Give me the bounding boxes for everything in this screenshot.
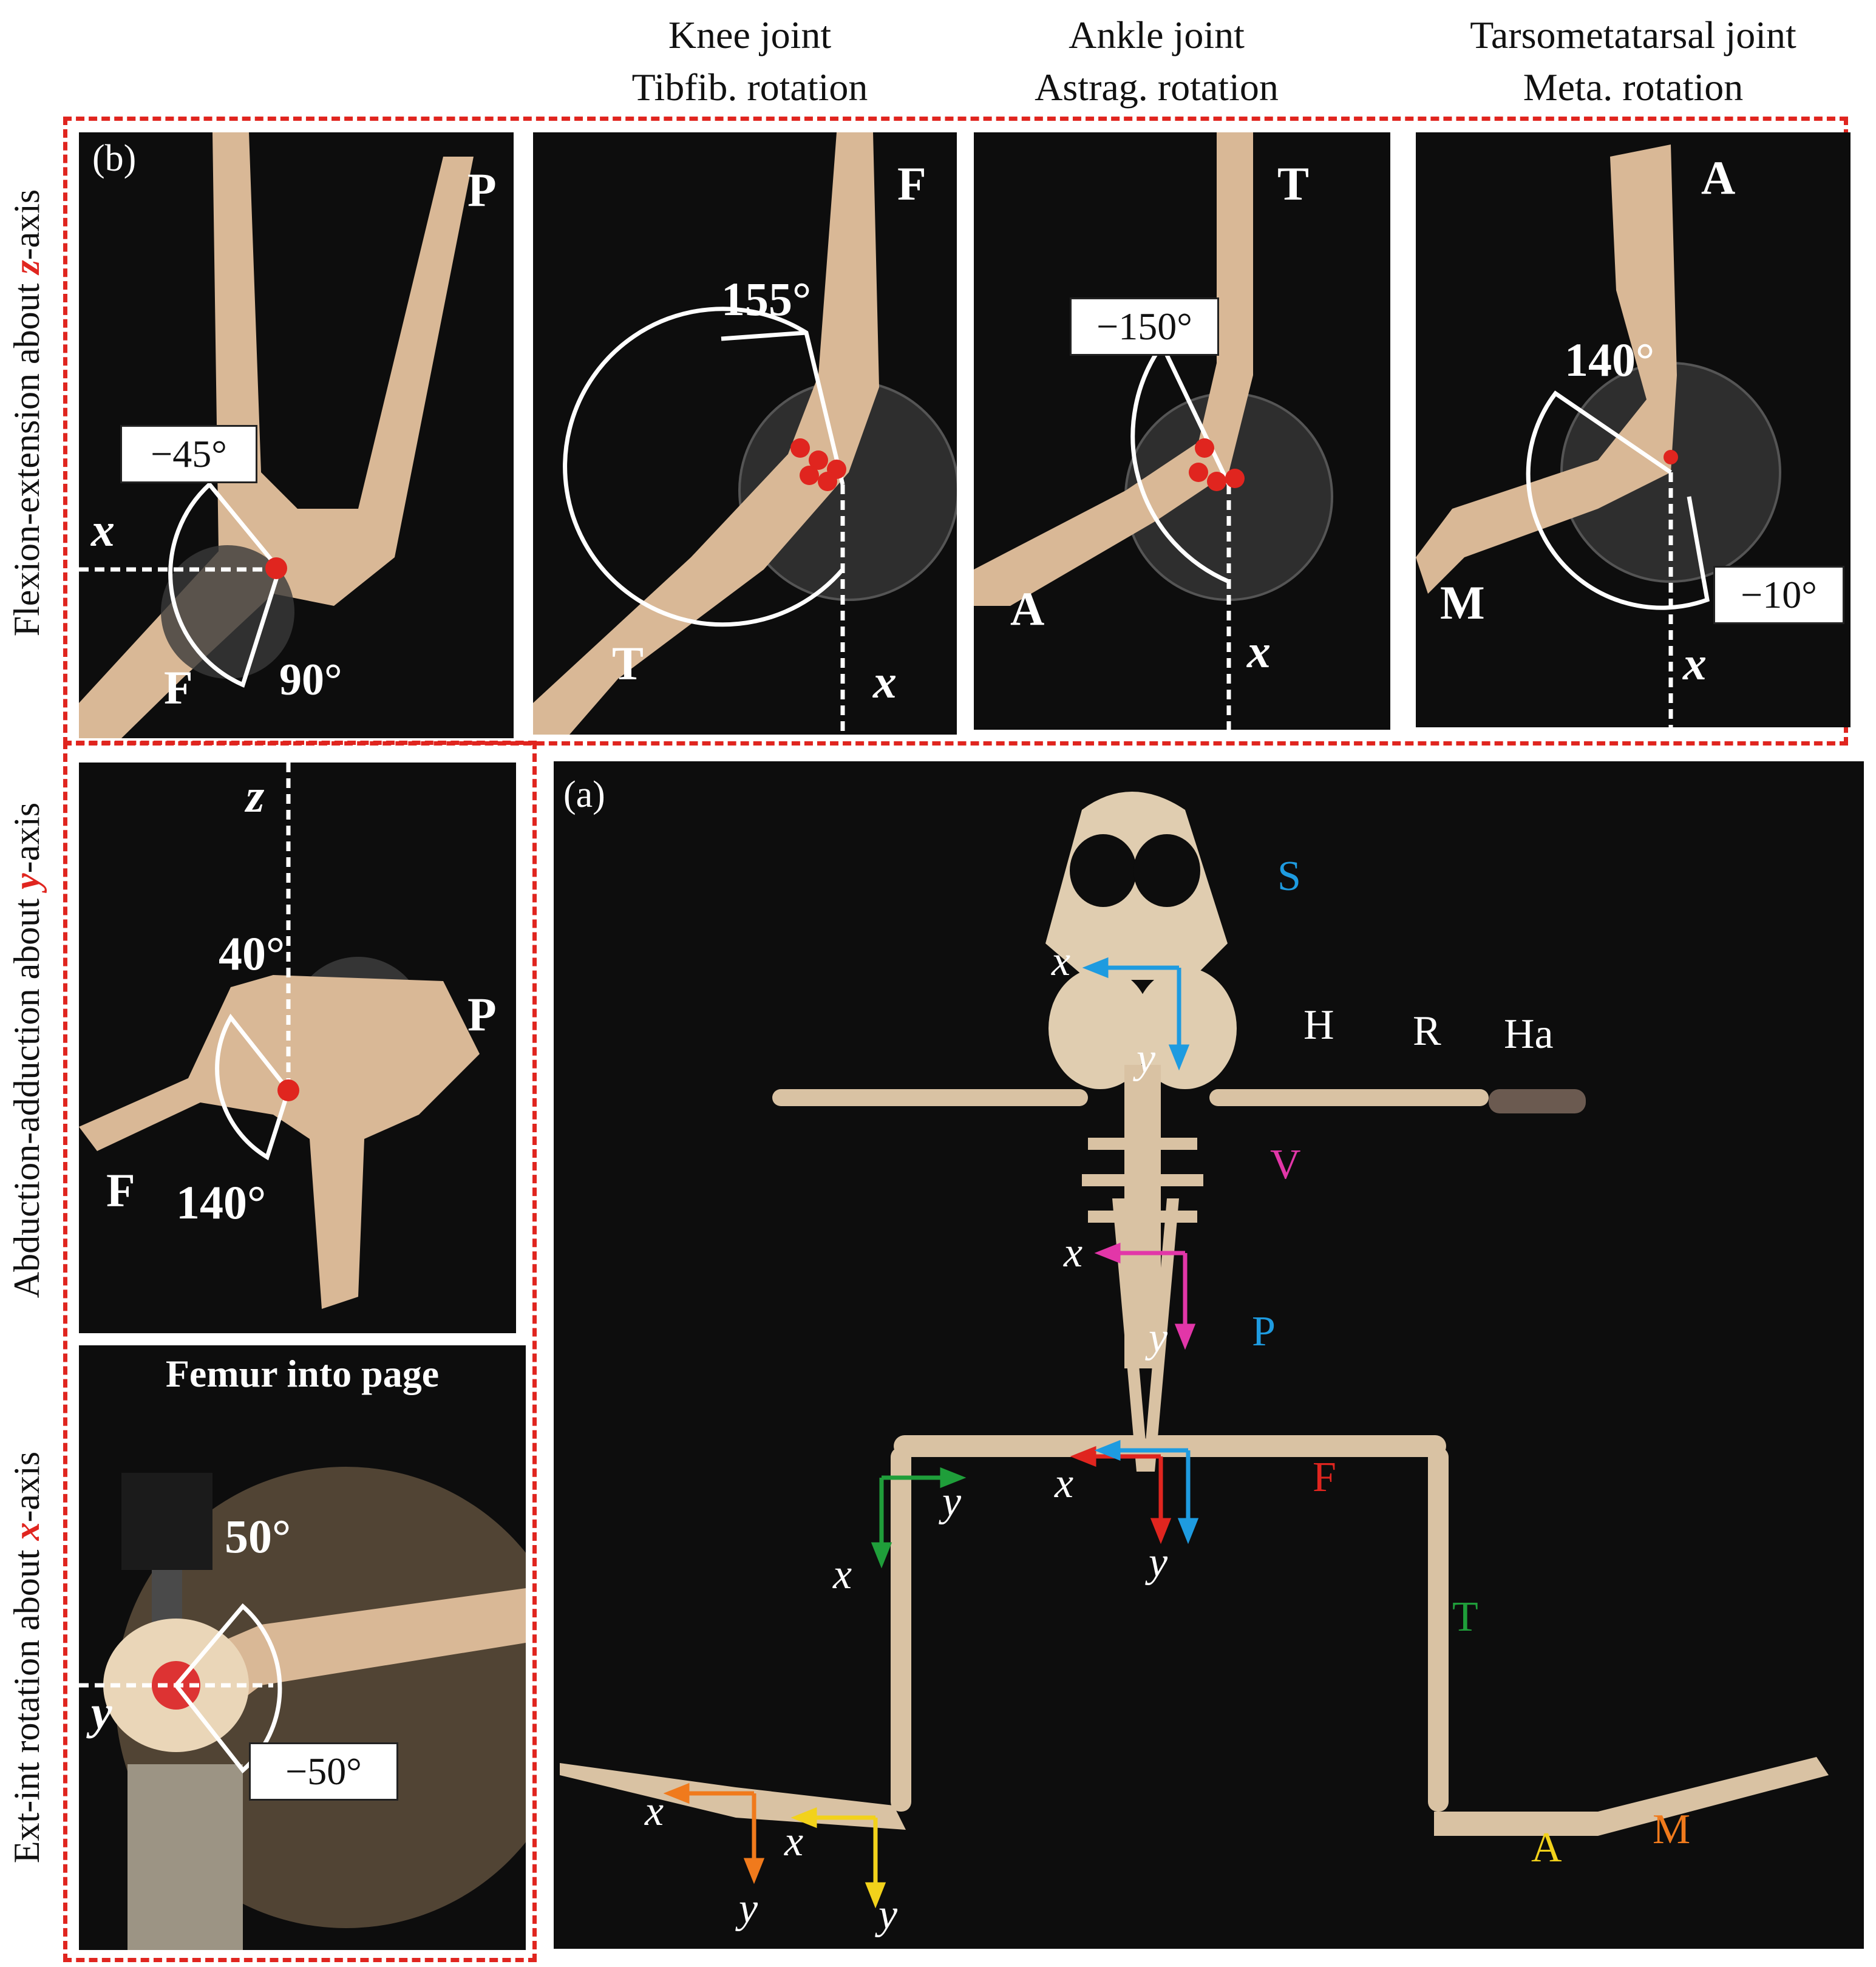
ankle-bone-illustration	[974, 132, 1333, 730]
label-a: A	[1531, 1824, 1562, 1871]
column-title-line2: Tibfib. rotation	[631, 66, 868, 109]
label-p: P	[467, 988, 497, 1041]
row-label-axis: y	[7, 873, 47, 890]
angle-box-tmt-neg: −10°	[1713, 566, 1844, 624]
column-title-tarsometatarsal: Tarsometatarsal joint Meta. rotation	[1396, 9, 1870, 114]
row-label-axis: z	[7, 260, 47, 274]
tmt-bone-illustration	[1416, 144, 1781, 727]
axis-label-x: x	[1683, 637, 1707, 690]
axis-label-y: y	[1149, 1539, 1168, 1586]
angle-box-hip-neg: −45°	[120, 425, 257, 483]
label-t: T	[612, 637, 644, 690]
row-label-suffix: -axis	[7, 1451, 47, 1523]
hip-bone-illustration	[79, 132, 474, 738]
row-label-text: Flexion-extension about	[7, 274, 47, 637]
axis-label-x: x	[1055, 1460, 1074, 1507]
extint-illustration	[79, 1467, 526, 1950]
label-f: F	[1313, 1454, 1336, 1501]
panel-abduction: z 40° P F 140°	[79, 763, 516, 1333]
label-s: S	[1277, 853, 1301, 900]
label-t: T	[1277, 157, 1310, 210]
label-a: A	[1701, 151, 1736, 204]
label-h: H	[1303, 1002, 1334, 1048]
label-p: P	[467, 163, 497, 216]
angle-abduction-bottom: 140°	[176, 1176, 267, 1229]
column-title-line1: Ankle joint	[1069, 13, 1245, 56]
label-p: P	[1252, 1308, 1276, 1355]
label-m: M	[1653, 1806, 1691, 1853]
axis-label-y: y	[91, 1686, 112, 1739]
axis-label-y: y	[942, 1478, 962, 1525]
knee-bone-illustration	[533, 132, 957, 735]
label-v: V	[1270, 1141, 1301, 1188]
axis-label-y: y	[879, 1891, 898, 1938]
panel-tarsometatarsal: A 140° M x	[1416, 132, 1851, 727]
panel-extint: Femur into page 50° y	[79, 1345, 526, 1950]
row-label-suffix: -axis	[7, 802, 47, 874]
axis-label-x: x	[1052, 938, 1071, 985]
label-f: F	[164, 661, 193, 714]
angle-box-ankle: −150°	[1070, 297, 1219, 356]
panel-b-left-outline	[63, 741, 537, 1962]
angle-extint-pos: 50°	[225, 1510, 291, 1563]
panel-ankle: T A x	[974, 132, 1390, 730]
row-label-extint: Ext-int rotation about x-axis	[6, 1354, 55, 1961]
label-a: A	[1010, 582, 1045, 635]
axis-label-x: x	[873, 655, 897, 708]
abduction-bone-illustration	[79, 763, 480, 1309]
label-f: F	[897, 157, 926, 210]
angle-pos: 90°	[279, 655, 342, 705]
axis-label-x: x	[91, 503, 115, 556]
column-title-knee: Knee joint Tibfib. rotation	[540, 9, 959, 114]
extint-title: Femur into page	[165, 1352, 440, 1395]
row-label-flexion: Flexion-extension about z-axis	[6, 109, 55, 716]
angle-tmt-pos: 140°	[1565, 333, 1655, 386]
row-label-text: Ext-int rotation about	[7, 1540, 47, 1864]
row-label-axis: x	[7, 1522, 47, 1541]
axis-label-y: y	[1149, 1314, 1168, 1361]
angle-knee: 155°	[721, 273, 812, 325]
angle-abduction-top: 40°	[219, 927, 285, 980]
label-t: T	[1452, 1594, 1478, 1640]
column-title-line1: Knee joint	[668, 13, 832, 56]
column-title-line1: Tarsometatarsal joint	[1470, 13, 1796, 56]
angle-box-extint-neg: −50°	[249, 1742, 398, 1801]
row-label-text: Abduction-adduction about	[7, 889, 47, 1299]
axis-label-x: x	[833, 1551, 852, 1598]
panel-knee: F 155° T x	[533, 132, 957, 735]
panel-skeleton: (a) S H R Ha V P F T A M x y x y x y y x…	[554, 761, 1864, 1949]
axis-label-y: y	[739, 1885, 758, 1932]
axis-label-x: x	[645, 1788, 664, 1835]
label-m: M	[1440, 576, 1485, 629]
skeleton-illustration	[560, 792, 1829, 1909]
panel-tag-b: (b)	[92, 138, 137, 179]
column-title-ankle: Ankle joint Astrag. rotation	[965, 9, 1348, 114]
column-title-line2: Meta. rotation	[1523, 66, 1744, 109]
axis-label-x: x	[1247, 625, 1271, 678]
row-label-suffix: -axis	[7, 189, 47, 260]
axis-label-z: z	[246, 769, 265, 822]
label-r: R	[1413, 1008, 1441, 1055]
panel-tag-a: (a)	[563, 774, 605, 815]
axis-label-x: x	[1064, 1229, 1083, 1276]
axis-label-y: y	[1137, 1035, 1156, 1082]
row-label-abduction: Abduction-adduction about y-axis	[6, 747, 55, 1354]
label-f: F	[106, 1164, 135, 1217]
label-ha: Ha	[1504, 1011, 1554, 1058]
column-title-line2: Astrag. rotation	[1035, 66, 1279, 109]
axis-label-x: x	[784, 1818, 804, 1865]
